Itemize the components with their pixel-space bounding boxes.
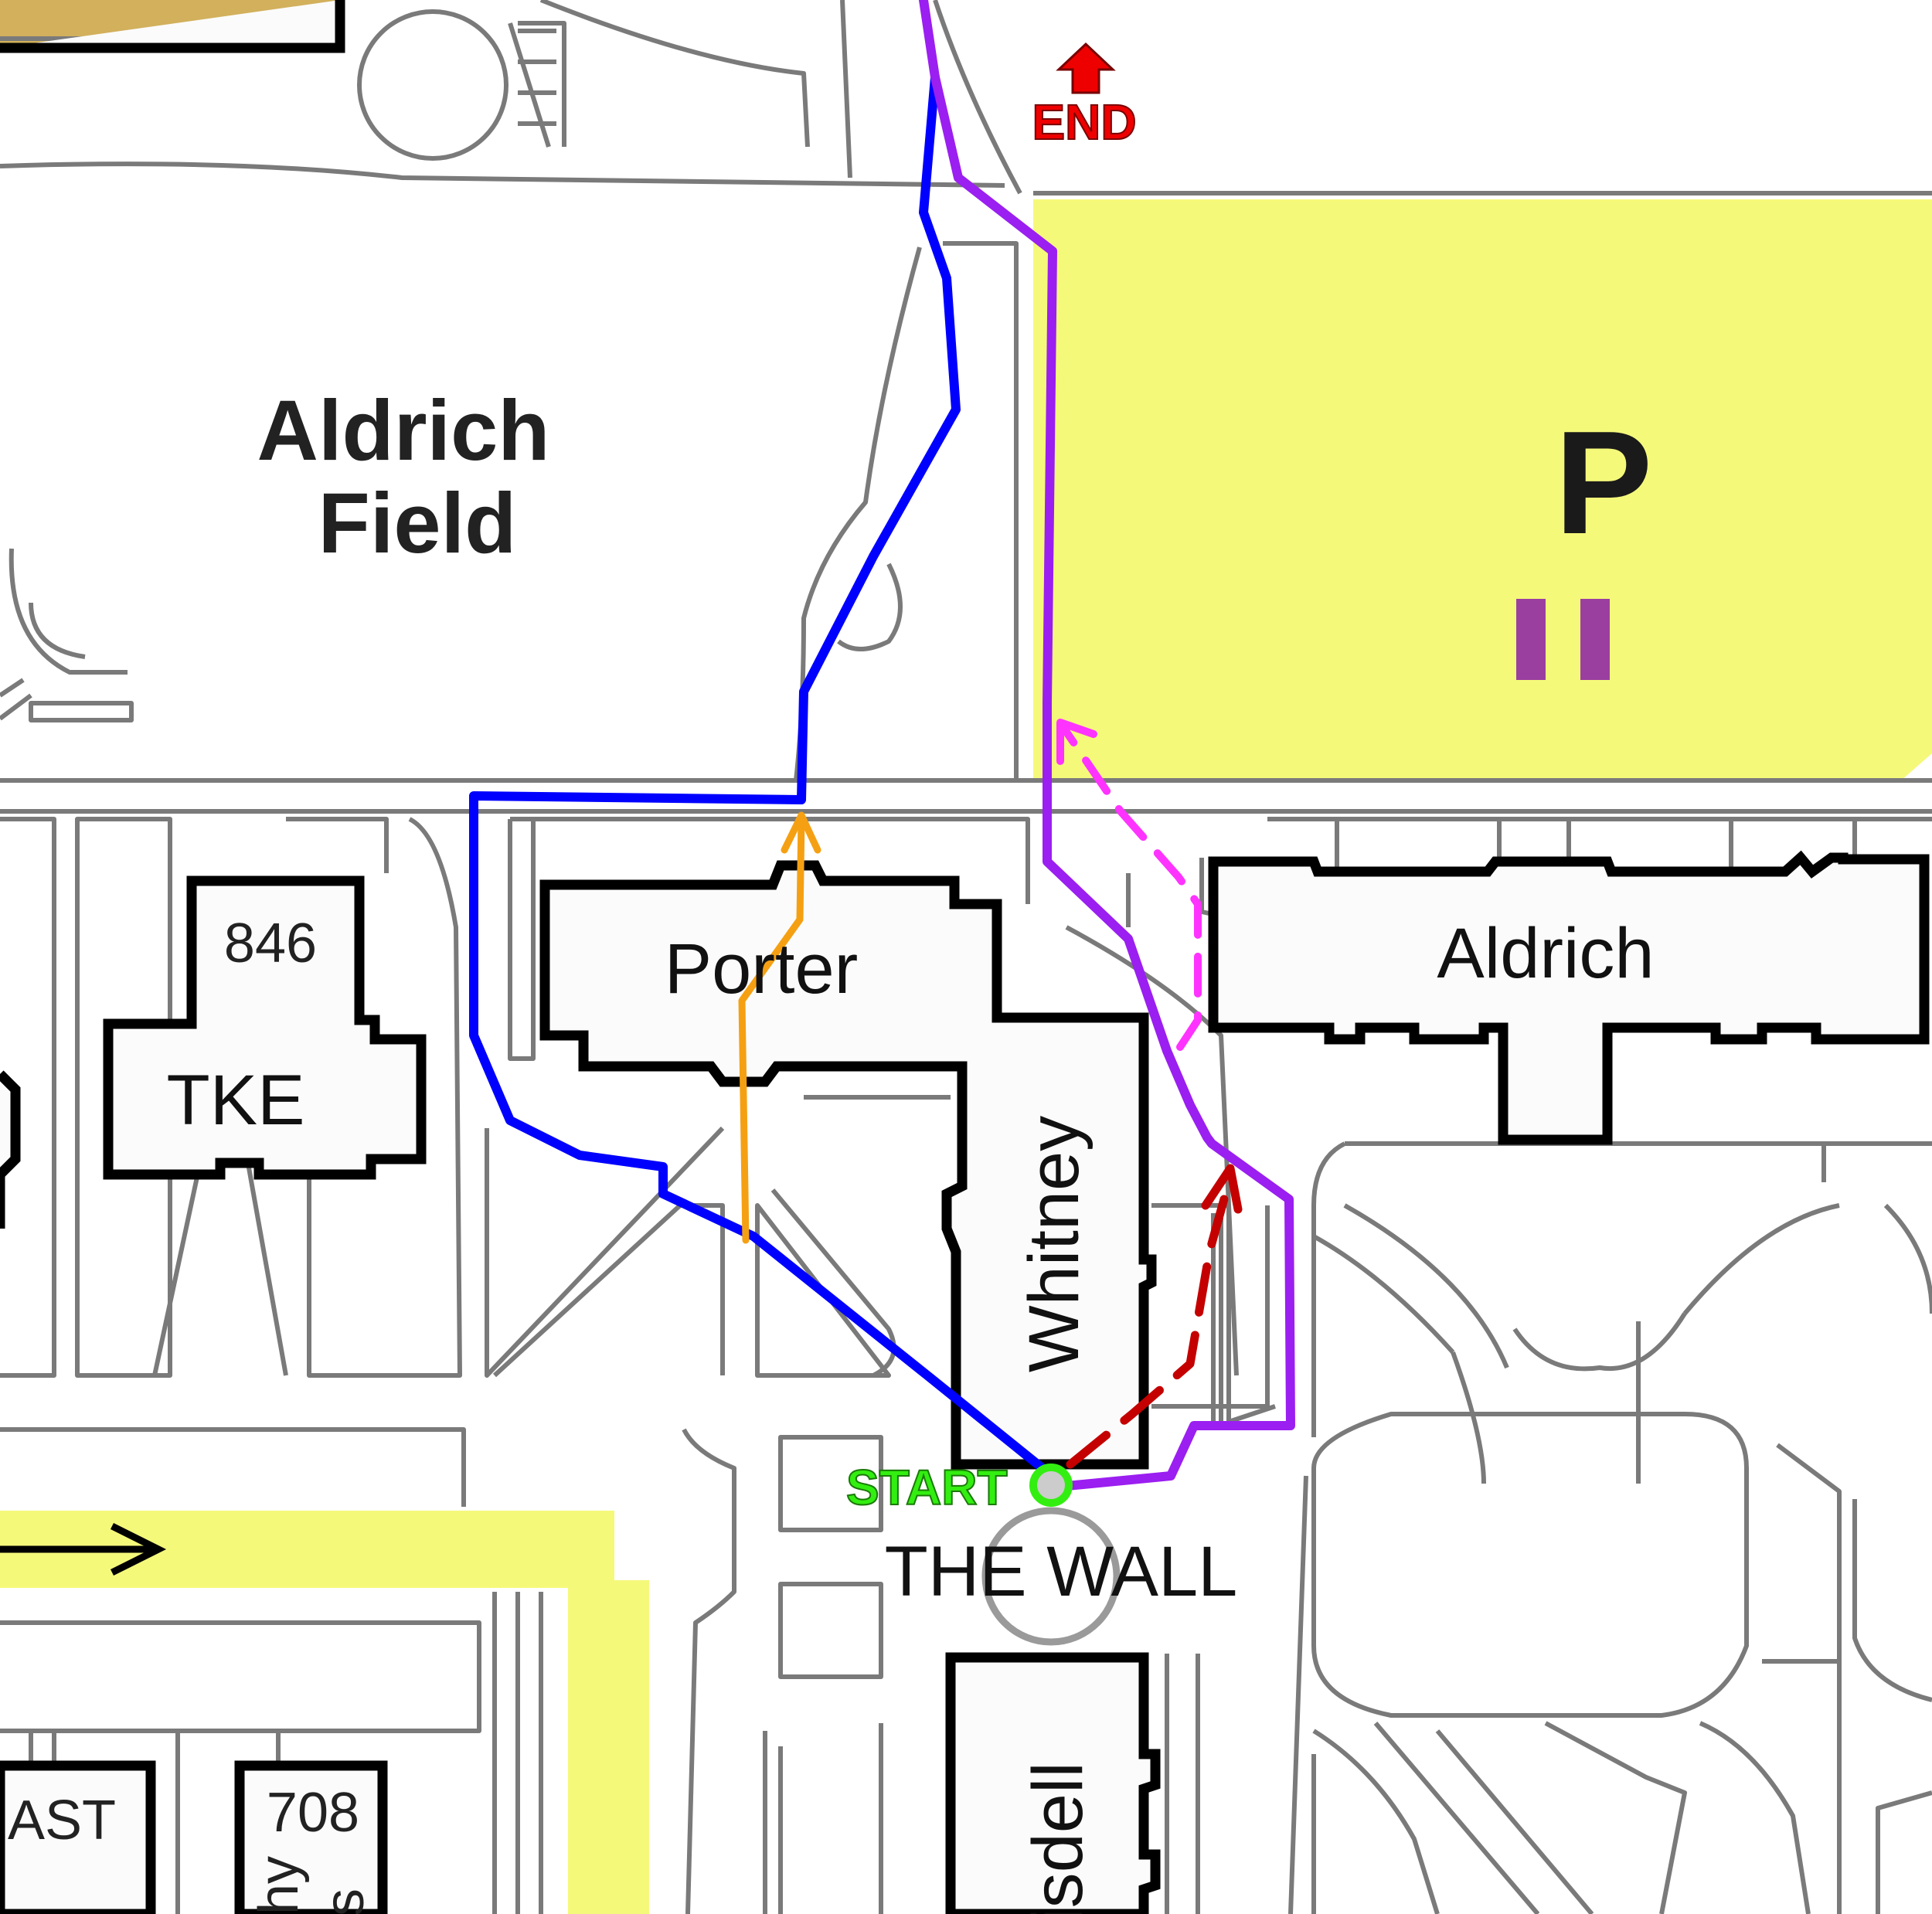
porter-label: Porter <box>665 930 859 1008</box>
frisdell-label: isdell <box>1019 1762 1097 1914</box>
end-marker[interactable]: END <box>1031 42 1138 151</box>
start-dot-icon <box>1029 1464 1073 1507</box>
bldg-708-label: 708 <box>267 1782 359 1844</box>
route-purple[interactable] <box>919 0 1295 1492</box>
end-label: END <box>1032 94 1136 150</box>
route-blue[interactable] <box>469 73 1052 1477</box>
whitney-label: Whitney <box>1015 1116 1094 1372</box>
end-arrow-icon <box>1056 42 1116 94</box>
building-top-left <box>0 0 345 53</box>
building-tke <box>103 875 427 1180</box>
building-porter-whitney <box>539 860 1157 1470</box>
building-ast <box>0 1760 156 1914</box>
building-frisdell <box>945 1652 1161 1914</box>
partial-label-b: s <box>314 1889 376 1914</box>
route-magenta-arrowhead <box>1056 719 1097 765</box>
route-orange-arrowhead <box>781 811 821 854</box>
route-orange[interactable] <box>738 815 805 1244</box>
tke-label: TKE <box>167 1061 305 1140</box>
tke-number-label: 846 <box>224 913 317 974</box>
route-red[interactable] <box>1066 1178 1233 1469</box>
route-red-arrowhead <box>1201 1164 1243 1214</box>
routes[interactable] <box>469 0 1295 1492</box>
ast-label: AST <box>8 1790 116 1851</box>
building-708 <box>234 1760 388 1914</box>
aldrich-label: Aldrich <box>1437 914 1654 993</box>
start-marker[interactable]: START <box>845 1459 1073 1516</box>
route-magenta[interactable] <box>1059 722 1202 1051</box>
building-left-edge <box>0 1070 21 1229</box>
field-label-line1: Aldrich <box>257 383 550 478</box>
direction-arrow <box>0 1522 167 1576</box>
building-aldrich <box>1208 850 1930 1145</box>
start-label: START <box>846 1460 1008 1515</box>
parking-stripe-2 <box>1580 599 1610 680</box>
field-label-line2: Field <box>318 476 517 571</box>
parking-stripe-1 <box>1516 599 1546 680</box>
parking-lot-east <box>1033 199 1932 780</box>
partial-label-a: hy <box>248 1856 310 1914</box>
wall-label: THE WALL <box>885 1532 1238 1611</box>
parking-label: P <box>1555 401 1653 565</box>
